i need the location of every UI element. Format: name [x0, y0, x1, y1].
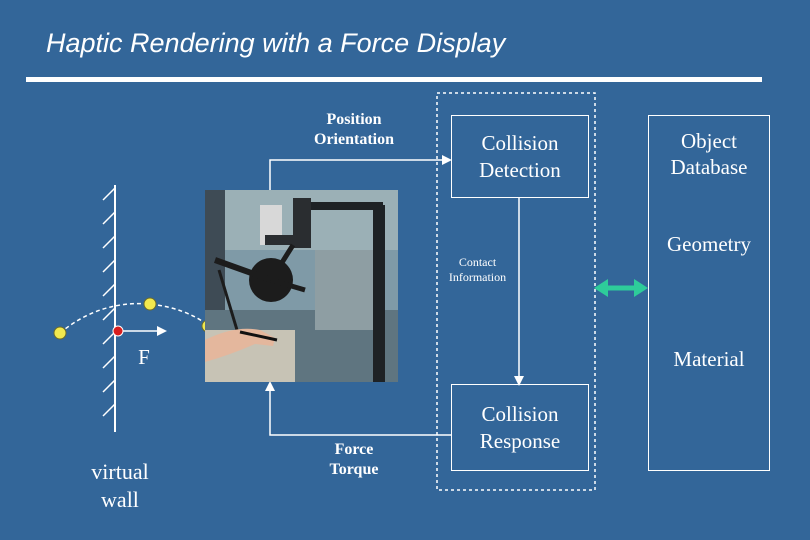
force-symbol-label: F: [138, 345, 150, 369]
position-label-line: Position: [326, 111, 382, 128]
orientation-label-line: Orientation: [314, 131, 394, 148]
simulation-dashed-box: [436, 92, 596, 491]
collision-detection-line-2: Detection: [479, 157, 561, 182]
title-underline: [26, 77, 762, 82]
virtual-wall-label: virtual wall: [70, 458, 170, 513]
geometry-label: Geometry: [667, 232, 751, 256]
material-label: Material: [673, 347, 745, 371]
probe-point-top: [143, 297, 157, 311]
probe-trajectory: [59, 302, 209, 334]
collision-response-line-1: Collision: [481, 402, 559, 427]
contact-label-line: Contact: [458, 255, 497, 269]
position-arrow-line: [269, 155, 452, 190]
probe-point-left: [53, 326, 67, 340]
contact-point: [112, 325, 124, 337]
force-torque-label: Force Torque: [310, 440, 398, 480]
database-link-arrow-right-head: [634, 279, 648, 297]
information-label-line: Information: [448, 270, 507, 284]
database-link-arrow-left-head: [594, 279, 608, 297]
position-orientation-label: Position Orientation: [300, 110, 408, 150]
collision-response-line-2: Response: [479, 428, 561, 453]
object-database-box: Object Database Geometry Material: [648, 115, 770, 471]
collision-detection-box: Collision Detection: [451, 115, 589, 198]
force-display-photo: [205, 190, 398, 382]
virtual-wall-hatching: [102, 187, 116, 417]
virtual-label-line: virtual: [91, 459, 149, 484]
slide-title: Haptic Rendering with a Force Display: [46, 28, 506, 58]
contact-information-label: Contact Information: [440, 255, 515, 285]
object-database-line-1: Object: [681, 129, 737, 153]
collision-detection-line-1: Collision: [481, 131, 559, 156]
force-torque-arrow-line: [265, 381, 451, 436]
collision-response-box: Collision Response: [451, 384, 589, 471]
force-label-line: Force: [334, 441, 374, 458]
object-database-line-2: Database: [670, 155, 748, 180]
wall-label-line: wall: [101, 486, 139, 512]
torque-label-line: Torque: [329, 461, 379, 478]
